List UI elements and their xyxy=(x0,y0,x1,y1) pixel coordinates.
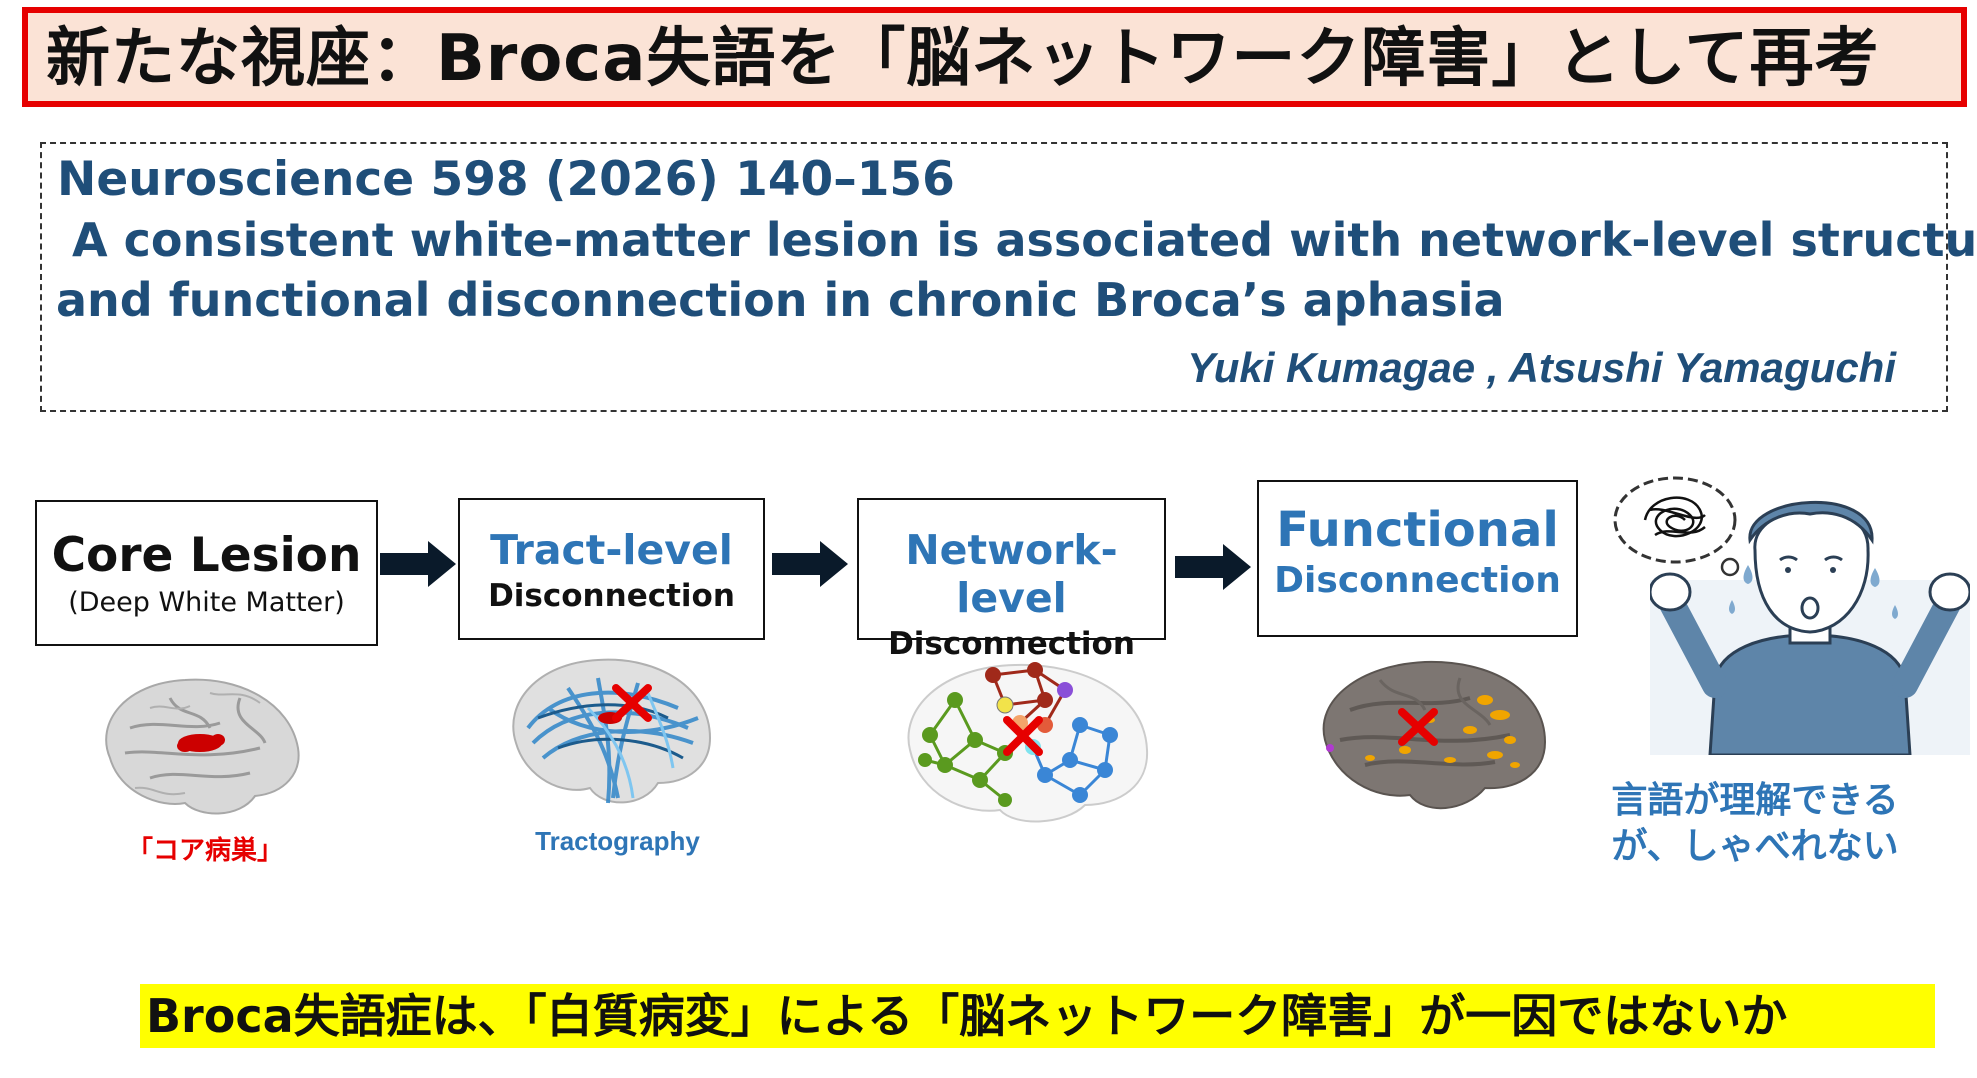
network-node xyxy=(1037,767,1053,783)
core-lesion-caption: 「コア病巣」 xyxy=(126,836,283,866)
tractography-caption: Tractography xyxy=(535,826,700,856)
network-node xyxy=(922,727,938,743)
network-node xyxy=(967,732,983,748)
network-graph-illustration xyxy=(907,662,1149,823)
network-node xyxy=(972,772,988,788)
network-node xyxy=(937,757,953,773)
tractography-brain-illustration xyxy=(512,658,712,804)
cross-mark-icon xyxy=(1398,708,1438,746)
stage-tract-level-subtitle: Disconnection xyxy=(488,578,735,614)
stage-network-level: Network-level Disconnection xyxy=(857,498,1166,662)
paper-title-line-2: and functional disconnection in chronic … xyxy=(56,273,1505,327)
network-node xyxy=(998,793,1012,807)
paper-title: A consistent white-matter lesion is asso… xyxy=(56,210,1977,330)
right-arrow-icon xyxy=(772,541,848,587)
cross-mark-icon xyxy=(612,684,652,722)
stage-network-level-subtitle: Disconnection xyxy=(888,626,1135,662)
page-title: 新たな視座：Broca失語を「脳ネットワーク障害」として再考 xyxy=(46,22,1880,96)
stage-functional: Functional Disconnection xyxy=(1257,480,1578,637)
network-node xyxy=(1037,692,1053,708)
network-node xyxy=(1027,662,1043,678)
patient-caption: 言語が理解できる が、しゃべれない xyxy=(1610,778,1900,870)
right-arrow-icon xyxy=(380,541,456,587)
network-node xyxy=(947,692,963,708)
stage-core-lesion-subtitle: (Deep White Matter) xyxy=(68,587,345,618)
stage-core-lesion: Core Lesion (Deep White Matter) xyxy=(35,500,378,646)
title-banner: 新たな視座：Broca失語を「脳ネットワーク障害」として再考 xyxy=(22,7,1967,107)
stage-tract-level: Tract-level Disconnection xyxy=(458,498,765,640)
journal-citation: Neuroscience 598 (2026) 140–156 xyxy=(57,152,955,207)
network-node xyxy=(1102,727,1118,743)
network-node xyxy=(996,696,1014,714)
conclusion-text: Broca失語症は、「白質病変」による「脳ネットワーク障害」が一因ではないか xyxy=(146,989,1788,1043)
stage-tract-level-title: Tract-level xyxy=(490,526,733,574)
stage-network-level-title: Network-level xyxy=(905,526,1118,622)
right-arrow-icon xyxy=(1175,544,1251,590)
paper-authors: Yuki Kumagae , Atsushi Yamaguchi xyxy=(1187,344,1896,391)
core-lesion-brain-illustration xyxy=(105,678,300,815)
network-node xyxy=(1057,682,1073,698)
patient-caption-line-1: 言語が理解できる xyxy=(1611,780,1899,821)
stage-functional-title: Functional xyxy=(1276,502,1559,558)
patient-caption-line-2: が、しゃべれない xyxy=(1611,826,1899,867)
paper-reference-box: Neuroscience 598 (2026) 140–156 A consis… xyxy=(40,142,1977,412)
stage-functional-subtitle: Disconnection xyxy=(1274,560,1561,601)
network-node xyxy=(1062,752,1078,768)
network-node xyxy=(1072,787,1088,803)
network-node xyxy=(985,667,1001,683)
patient-illustration xyxy=(1650,501,1970,755)
conclusion-banner: Broca失語症は、「白質病変」による「脳ネットワーク障害」が一因ではないか xyxy=(140,984,1935,1048)
thought-bubble-icon xyxy=(1613,476,1755,592)
network-node xyxy=(1072,717,1088,733)
paper-title-line-1: A consistent white-matter lesion is asso… xyxy=(56,213,1977,267)
cross-mark-icon xyxy=(1003,716,1043,756)
functional-brain-illustration xyxy=(1322,660,1547,810)
stage-core-lesion-title: Core Lesion xyxy=(51,528,362,583)
network-node xyxy=(918,753,932,767)
network-node xyxy=(1097,762,1113,778)
